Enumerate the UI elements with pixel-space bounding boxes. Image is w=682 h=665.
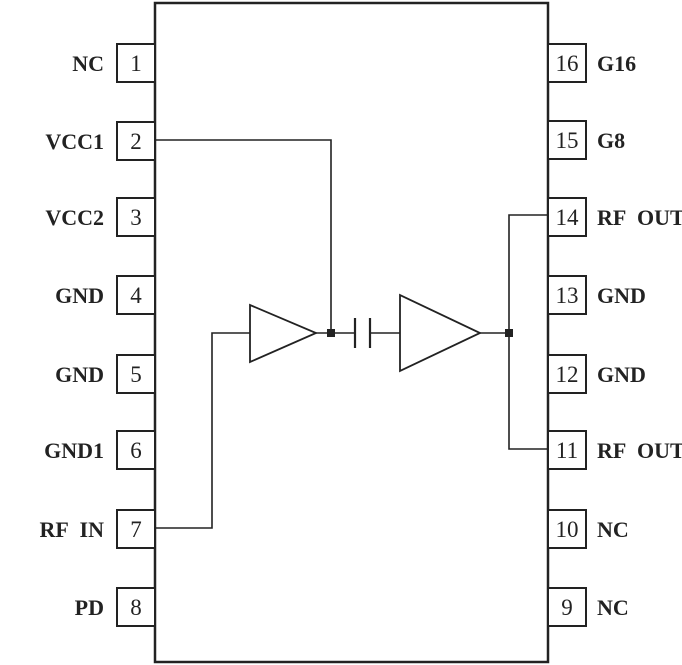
pin-4: 4 GND [55,275,156,315]
pin-10: 10 NC [547,509,629,549]
pin-9: 9 NC [547,587,629,627]
second-amplifier-icon [399,293,483,373]
pin-7: 7 RF IN [40,509,156,549]
pin-16: 16 G16 [547,43,636,83]
pin-6-number: 6 [130,438,142,463]
pin-9-label: NC [597,595,629,620]
pin-2-number: 2 [130,129,142,154]
pin-11-box [547,430,587,470]
pin-4-label: GND [55,283,104,308]
pin-6: 6 GND1 [44,430,156,470]
pin-15-box [547,120,587,160]
pin-16-number: 16 [556,51,579,76]
pin-16-box [547,43,587,83]
pin-14: 14 RF OUT [547,197,682,237]
pin-6-box [116,430,156,470]
pin-5: 5 GND [55,354,156,394]
pin-8-label: PD [75,595,104,620]
pin-9-box [547,587,587,627]
pin-13-label: GND [597,283,646,308]
pin-7-label: RF IN [40,517,105,542]
pin-16-label: G16 [597,51,636,76]
pin-1-label: NC [72,51,104,76]
pin-12-label: GND [597,362,646,387]
pin-9-number: 9 [561,595,573,620]
pin-3-box [116,197,156,237]
internal-circuit [155,139,548,529]
pin-5-box [116,354,156,394]
pin-3-number: 3 [130,205,142,230]
pin-5-label: GND [55,362,104,387]
rf-out-junction-dot [505,329,513,337]
pin-6-label: GND1 [44,438,104,463]
pin-7-number: 7 [130,517,142,542]
pin-14-box [547,197,587,237]
pin-10-box [547,509,587,549]
pin-5-number: 5 [130,362,142,387]
pin-3-label: VCC2 [45,205,104,230]
pin-14-number: 14 [556,205,580,230]
pin-12: 12 GND [547,354,646,394]
pin-1-box [116,43,156,83]
pin-10-number: 10 [556,517,579,542]
pin-4-number: 4 [130,283,142,308]
pin-8-box [116,587,156,627]
pin-13: 13 GND [547,275,646,315]
pin-4-box [116,275,156,315]
pin-11-number: 11 [556,438,578,463]
pin-13-box [547,275,587,315]
rf-in-wire [155,332,250,529]
left-pins: 1 NC 2 VCC1 3 VCC2 4 GND 5 GND 6 GND1 [40,43,156,627]
pin-2: 2 VCC1 [45,121,156,161]
pin-13-number: 13 [556,283,579,308]
pin-12-number: 12 [556,362,579,387]
pin-7-box [116,509,156,549]
pin-2-label: VCC1 [45,129,104,154]
right-pins: 16 G16 15 G8 14 RF OUT 13 GND 12 GND 11 … [547,43,682,627]
pin-8-number: 8 [130,595,142,620]
vcc1-wire [155,139,332,333]
first-amplifier-icon [249,303,319,364]
pin-1: 1 NC [72,43,156,83]
pin-15-number: 15 [556,128,579,153]
pin-2-box [116,121,156,161]
pin-11: 11 RF OUT [547,430,682,470]
pin-10-label: NC [597,517,629,542]
pin-15: 15 G8 [547,120,625,160]
pin-15-label: G8 [597,128,625,153]
pin-3: 3 VCC2 [45,197,156,237]
pin-11-label: RF OUT [597,438,682,463]
vcc1-junction-dot [327,329,335,337]
pin-14-label: RF OUT [597,205,682,230]
pin-8: 8 PD [75,587,156,627]
pin-12-box [547,354,587,394]
pin-1-number: 1 [130,51,142,76]
